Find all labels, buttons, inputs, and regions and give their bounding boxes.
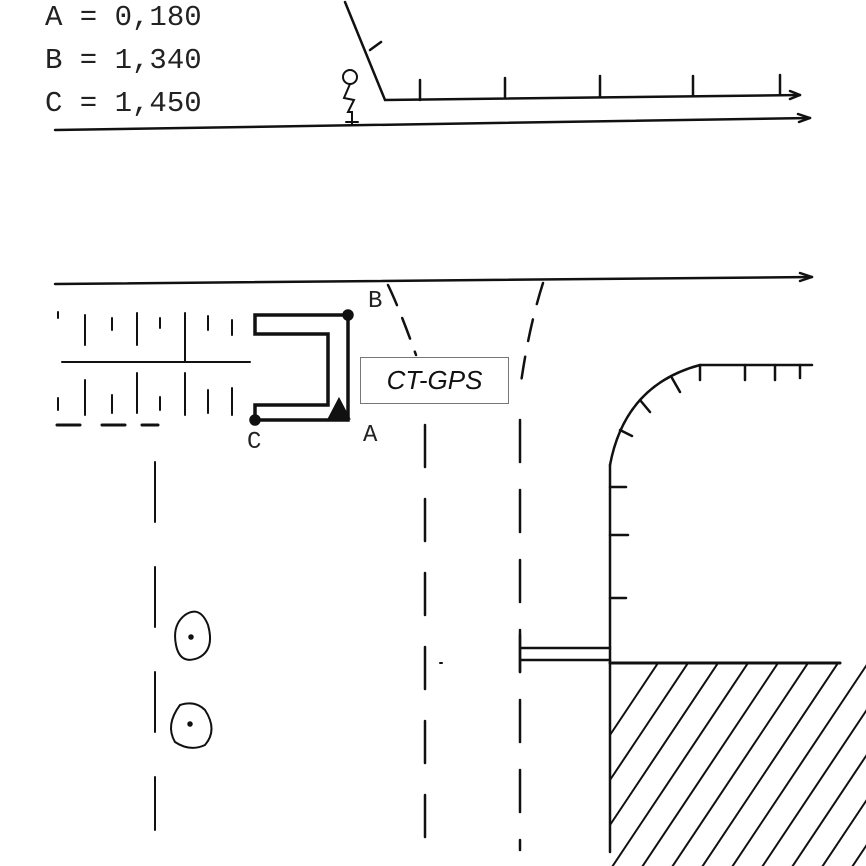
curb [518,363,842,854]
arrow-head-icon [796,112,812,124]
point-b-marker [342,309,354,321]
point-b-label: B [368,288,383,315]
legend-b: B = 1,340 [45,44,202,77]
profile-sketch [53,0,812,132]
point-a-triangle-icon [327,396,351,420]
gps-route [249,309,354,426]
arrow-head-icon [798,271,814,283]
point-a-label: A [363,422,378,449]
ct-gps-label: CT-GPS [360,357,509,404]
hatched-area [611,664,866,866]
profile-line [343,0,802,102]
tick-marks [418,73,782,102]
arrow-head-icon [788,89,802,101]
bush-icon [174,610,211,661]
legend-c: C = 1,450 [45,87,202,120]
point-c-label: C [247,429,262,456]
bush-icon [170,702,213,749]
lane-curve-left [386,283,418,357]
lane-curve-right [518,281,545,392]
parking-stalls [55,311,251,427]
legend-a: A = 0,180 [45,1,202,34]
person-icon [342,69,359,125]
road-edge-line [53,275,814,286]
point-c-marker [249,414,261,426]
ground-line [53,116,812,132]
